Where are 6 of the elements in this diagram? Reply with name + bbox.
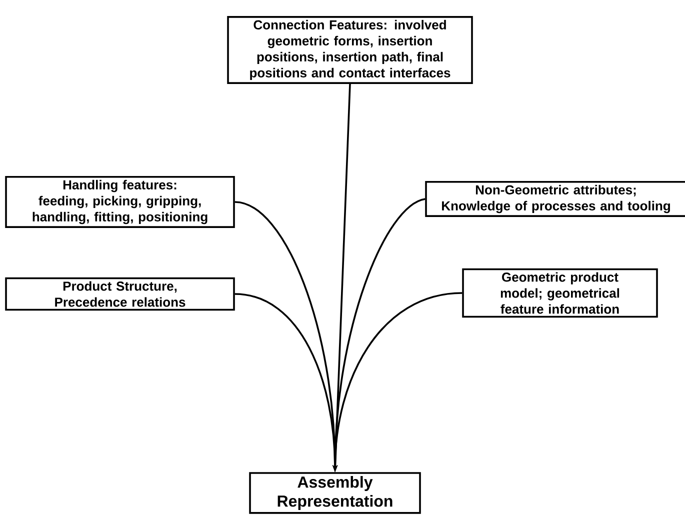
text-box: Non-Geometric attributes; Knowledge of processes and tooling (425, 181, 685, 217)
text-box: Product Structure, Precedence relations (5, 277, 235, 311)
text-box: Geometric product model; geometrical feature information (462, 268, 658, 318)
text-box: Handling features: feeding, picking, gripping, handling, fitting, positioning (5, 176, 235, 228)
text-box: Connection Features: involved geometric forms, insertion positions, insertion path, final positions and contact interfaces (227, 16, 473, 84)
text-box: Assembly Representation (249, 472, 421, 514)
